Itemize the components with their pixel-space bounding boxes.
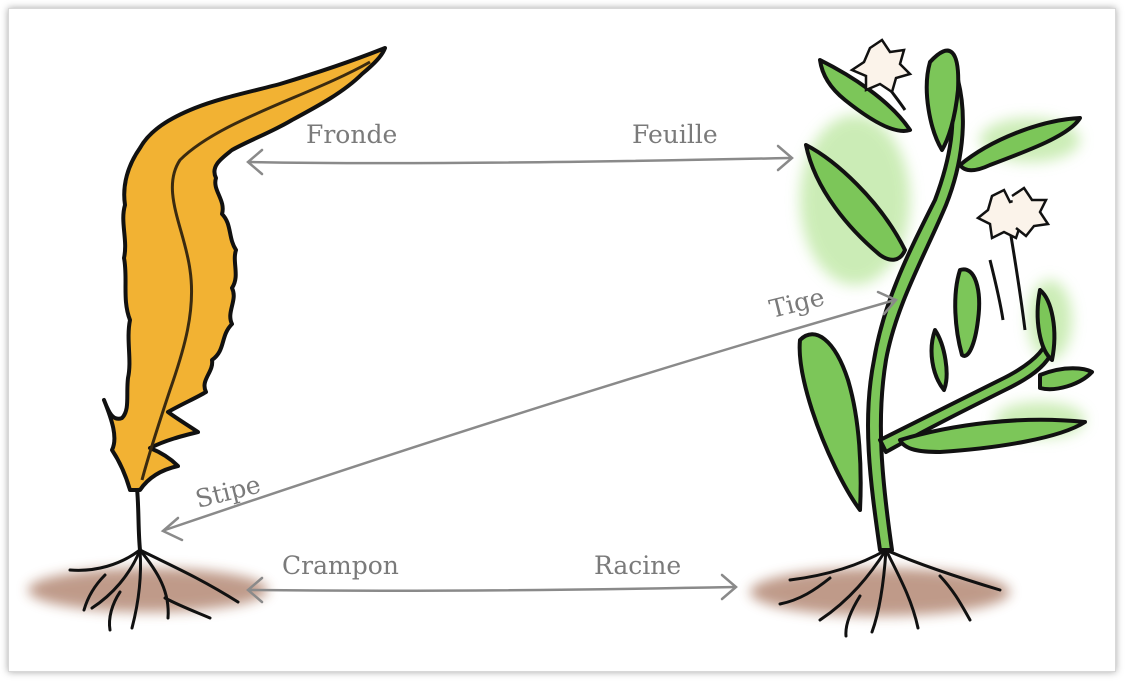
arrow-stipe-tige: [163, 292, 896, 540]
seaweed-stipe: [137, 488, 140, 550]
flower-icon: [1012, 188, 1048, 236]
seaweed-frond: [104, 48, 385, 490]
plant-leaf: [800, 334, 861, 510]
plant-leaf: [932, 330, 947, 390]
seaweed-soil: [28, 568, 268, 612]
label-feuille: Feuille: [632, 120, 718, 149]
arrow-fronde-feuille: [248, 146, 792, 174]
plant-illustration: [750, 40, 1092, 636]
label-crampon: Crampon: [282, 551, 399, 580]
plant-leaf: [1040, 368, 1092, 389]
plant-leaf: [955, 269, 979, 356]
label-racine: Racine: [594, 551, 681, 580]
label-tige: Tige: [766, 282, 827, 324]
connector-arrows: [163, 146, 896, 602]
label-fronde: Fronde: [306, 120, 397, 149]
label-stipe: Stipe: [192, 470, 263, 514]
